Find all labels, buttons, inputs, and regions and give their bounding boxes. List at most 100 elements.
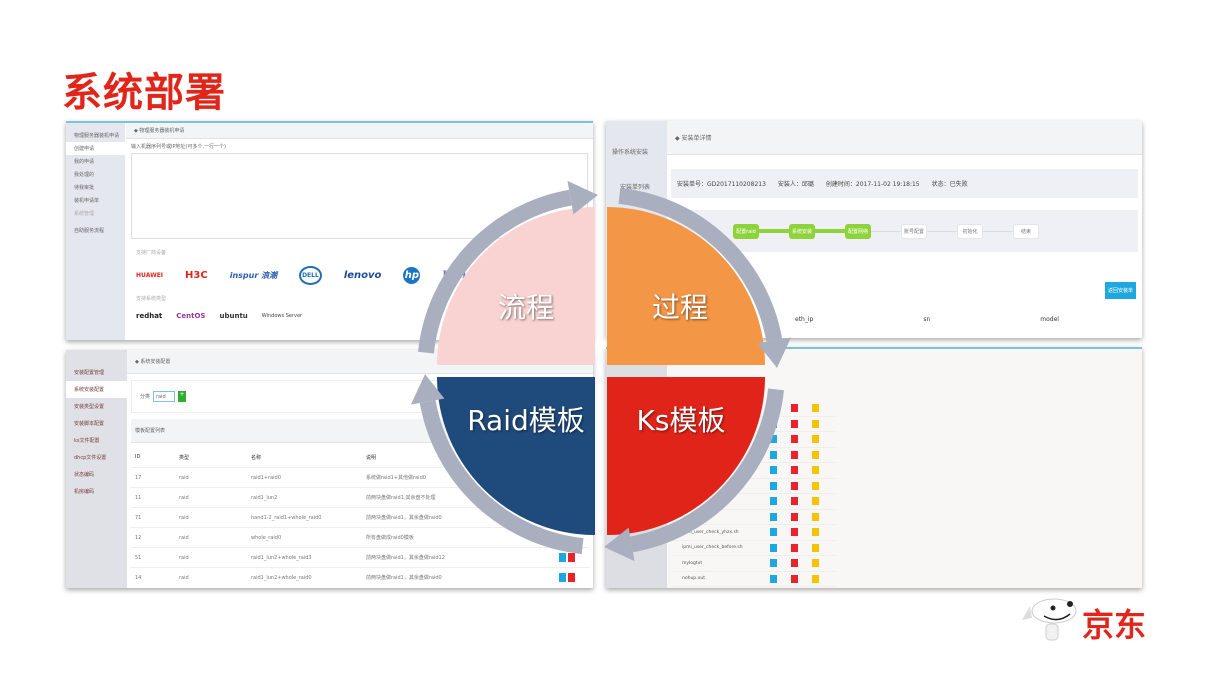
edit-button[interactable] xyxy=(770,559,777,568)
sidebar-item[interactable]: 创建申请 xyxy=(66,142,125,155)
table-cell: 71 xyxy=(135,514,142,521)
sidebar-item[interactable]: 安装单列表 xyxy=(620,184,651,191)
delete-button[interactable] xyxy=(791,466,798,475)
delete-button[interactable] xyxy=(791,528,798,537)
delete-button[interactable] xyxy=(791,543,798,552)
table-cell: 前两块盘做raid1，其余盘做raid0 xyxy=(366,575,442,581)
download-button[interactable] xyxy=(812,528,819,537)
column-header: ID xyxy=(135,454,141,460)
table-cell: raid xyxy=(179,514,189,521)
category-select[interactable]: raid xyxy=(153,391,176,402)
sidebar-item[interactable]: 安装脚本配置 xyxy=(74,421,105,427)
file-name: nohup.out xyxy=(682,576,705,582)
lenovo-logo: lenovo xyxy=(343,270,382,281)
os-label: 支持系统类型 xyxy=(136,296,167,302)
edit-button[interactable] xyxy=(770,435,777,444)
download-button[interactable] xyxy=(812,466,819,475)
edit-button[interactable] xyxy=(770,450,777,459)
inspur-logo: inspur 浪潮 xyxy=(229,271,278,280)
cycle-arc xyxy=(630,388,784,553)
delete-button[interactable] xyxy=(791,435,798,444)
vendors-label: 支持厂商设备 xyxy=(136,250,167,256)
table-cell: 系统做raid1+其他做raid0 xyxy=(366,475,426,481)
sidebar-item[interactable]: 状态编码 xyxy=(74,472,95,478)
back-button[interactable]: 返回安装单 xyxy=(1104,282,1136,299)
column-header: sn xyxy=(923,316,931,323)
download-button[interactable] xyxy=(812,574,819,583)
sidebar-item[interactable]: 我处理的 xyxy=(74,172,95,178)
edit-button[interactable] xyxy=(770,543,777,552)
add-button[interactable]: + xyxy=(178,391,187,402)
sidebar-item[interactable]: 机房编码 xyxy=(74,489,95,495)
cycle-arc xyxy=(618,188,783,342)
breadcrumb: ◆ 安装单详情 xyxy=(667,121,1142,155)
sidebar-item[interactable]: 系统管理 xyxy=(74,211,95,217)
column-header: model xyxy=(1040,316,1059,323)
list-item xyxy=(672,463,837,479)
download-button[interactable] xyxy=(812,481,819,490)
sidebar-item[interactable]: 待我审批 xyxy=(74,185,95,191)
delete-button[interactable] xyxy=(568,553,575,562)
sidebar-item[interactable]: 装机申请单 xyxy=(74,198,100,204)
sidebar-item[interactable]: dhcp文件设置 xyxy=(74,455,107,461)
table-cell: 12 xyxy=(135,534,142,541)
list-item xyxy=(672,479,837,494)
table-cell: 前两块盘做raid1，其余盘做raid12 xyxy=(366,555,445,561)
quadrant-label: Ks模板 xyxy=(637,404,726,437)
sidebar-item[interactable]: ks文件配置 xyxy=(74,438,100,444)
list-item: ipmi_user_check_before.sh xyxy=(672,541,837,556)
download-button[interactable] xyxy=(812,559,819,568)
table-cell: 所有盘做成raid0模板 xyxy=(366,535,414,541)
delete-button[interactable] xyxy=(568,573,575,582)
delete-button[interactable] xyxy=(791,559,798,568)
input-label: 输入机器序列号或IP地址(可多个,一行一个) xyxy=(131,144,226,150)
delete-button[interactable] xyxy=(791,404,798,413)
step: 初始化 xyxy=(957,223,983,239)
jd-logo: 京东 xyxy=(1010,596,1160,650)
edit-button[interactable] xyxy=(770,497,777,506)
sidebar-item[interactable]: 我的申请 xyxy=(74,159,95,165)
delete-button[interactable] xyxy=(791,574,798,583)
delete-button[interactable] xyxy=(791,481,798,490)
download-button[interactable] xyxy=(812,435,819,444)
edit-button[interactable] xyxy=(770,528,777,537)
edit-button[interactable] xyxy=(770,512,777,521)
table-cell: hand1-2_raid1+whole_raid0 xyxy=(251,514,322,521)
download-button[interactable] xyxy=(812,512,819,521)
sidebar-item[interactable]: 系统安装配置 xyxy=(66,381,127,398)
step: 系统安装 xyxy=(789,223,815,239)
sidebar-item[interactable]: 安装类型设置 xyxy=(74,404,105,410)
edit-button[interactable] xyxy=(770,481,777,490)
sidebar-item[interactable]: 安装配置管理 xyxy=(74,370,105,376)
delete-button[interactable] xyxy=(791,512,798,521)
table-cell: 51 xyxy=(135,554,142,561)
edit-button[interactable] xyxy=(559,573,566,582)
sidebar-item[interactable]: 物理服务器装机申请 xyxy=(74,133,120,139)
sidebar-item[interactable]: 操作系统安装 xyxy=(612,149,649,156)
download-button[interactable] xyxy=(812,404,819,413)
slide-title: 系统部署 xyxy=(62,70,226,116)
download-button[interactable] xyxy=(812,543,819,552)
delete-button[interactable] xyxy=(791,419,798,428)
table-cell: raid xyxy=(179,474,189,481)
download-button[interactable] xyxy=(812,419,819,428)
table-cell: raid1_lun2+whole_raid0 xyxy=(251,574,312,581)
quadrant-3 xyxy=(437,377,595,535)
edit-button[interactable] xyxy=(770,574,777,583)
delete-button[interactable] xyxy=(791,497,798,506)
sidebar-item[interactable]: 自助服务流程 xyxy=(74,228,105,234)
delete-button[interactable] xyxy=(791,450,798,459)
file-name: ipmi_user_check_yhzx.sh xyxy=(682,529,739,535)
edit-button[interactable] xyxy=(770,466,777,475)
huawei-logo: HUAWEI xyxy=(136,272,164,279)
download-button[interactable] xyxy=(812,450,819,459)
edit-button[interactable] xyxy=(559,553,566,562)
quadrant-2 xyxy=(607,377,765,535)
download-button[interactable] xyxy=(812,497,819,506)
windows-server-logo: Windows Server xyxy=(261,313,303,319)
